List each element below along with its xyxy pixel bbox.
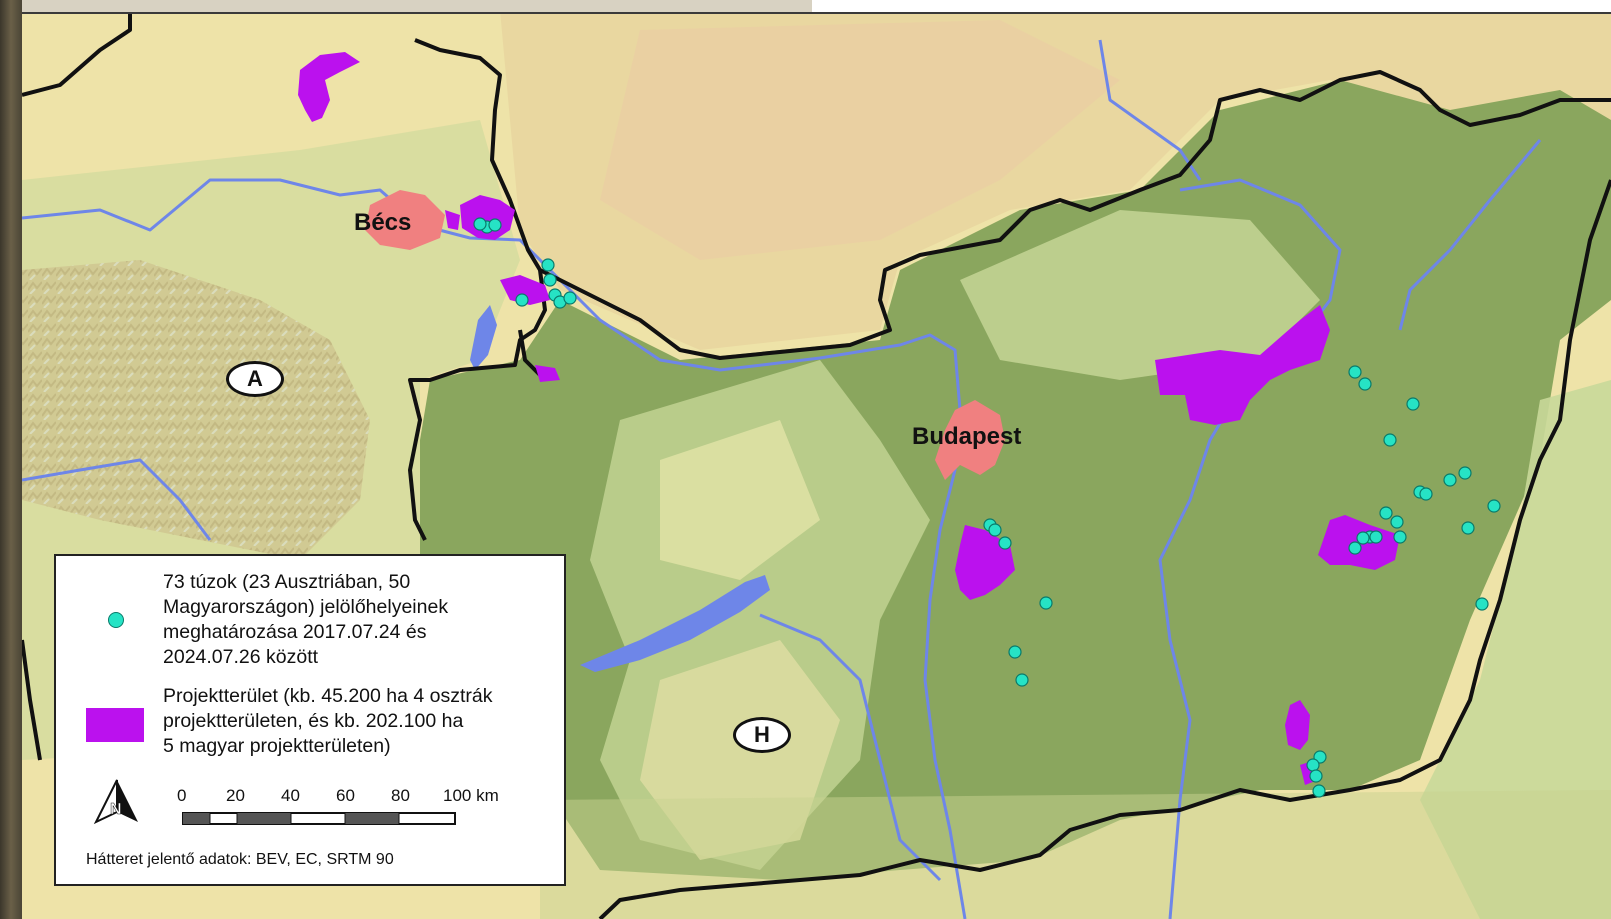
data-credit: Hátteret jelentő adatok: BEV, EC, SRTM 9…	[86, 851, 394, 868]
legend-points-label: 73 túzok (23 Ausztriában, 50 Magyarorszá…	[163, 571, 449, 668]
legend-area-label: Projektterület (kb. 45.200 ha 4 osztrák …	[163, 685, 493, 757]
scale-tick-label: 80	[391, 786, 410, 805]
bustard-point-symbol	[108, 612, 124, 628]
scale-tick-label: 40	[281, 786, 300, 805]
scale-bar	[182, 812, 456, 825]
country-badge-hungary: H	[733, 717, 791, 753]
hills-transylvania	[1420, 380, 1611, 919]
budapest-area	[935, 400, 1005, 480]
svg-text:N: N	[110, 801, 122, 818]
project-area-symbol	[86, 708, 144, 742]
country-borders	[22, 10, 1611, 919]
scale-tick-label: 20	[226, 786, 245, 805]
image-frame-left	[0, 0, 22, 919]
city-label-vienna: Bécs	[354, 209, 412, 236]
hills-bakony	[660, 420, 820, 580]
map-canvas	[22, 10, 1611, 919]
vienna-area	[365, 190, 445, 250]
city-label-budapest: Budapest	[912, 423, 1022, 450]
top-frame-strip	[22, 0, 812, 14]
scale-tick-label: 60	[336, 786, 355, 805]
north-arrow-icon: N	[93, 779, 138, 825]
top-frame-strip-right	[812, 0, 1611, 14]
map-legend: 73 túzok (23 Ausztriában, 50 Magyarorszá…	[54, 554, 566, 886]
scale-tick-label: 100 km	[443, 786, 499, 805]
bustard-points	[473, 217, 1501, 798]
hills-north-hungary	[960, 210, 1320, 380]
highlands-slovakia	[600, 20, 1120, 260]
scale-tick-label: 0	[177, 786, 187, 805]
country-badge-austria: A	[226, 361, 284, 397]
lake-neusiedl	[470, 305, 497, 370]
hills-south	[540, 790, 1611, 919]
lake-balaton	[580, 575, 770, 672]
